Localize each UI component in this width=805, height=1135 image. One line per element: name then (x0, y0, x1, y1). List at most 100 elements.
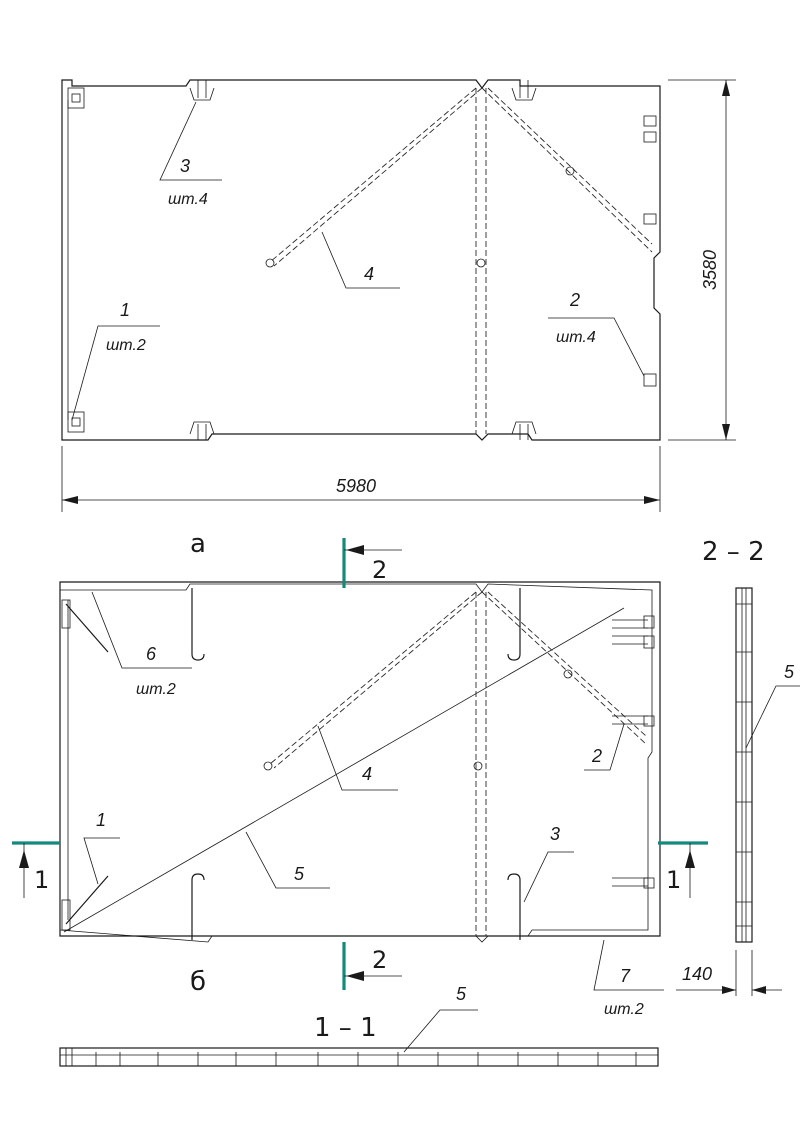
top-callout-1-qty: шт.2 (106, 337, 146, 354)
section-2-2-leader-5 (745, 685, 800, 749)
top-embed-2 (643, 131, 657, 143)
top-leader-2 (548, 317, 645, 377)
bottom-leader-6 (91, 591, 192, 669)
bottom-leader-2 (584, 723, 625, 771)
section-2-2-callout-5: 5 (784, 662, 795, 682)
section-2-2-body (735, 587, 753, 943)
top-embed-1 (643, 115, 657, 127)
bottom-callout-6-num: 6 (146, 644, 157, 664)
top-loop-4 (511, 421, 537, 440)
top-corner-detail-ul (67, 87, 85, 109)
bottom-callout-7-num: 7 (620, 966, 631, 986)
bottom-view: а б 2 (12, 529, 708, 1018)
dim-height-text: 3580 (700, 250, 720, 290)
cut-2-bottom-arrowhead (346, 971, 364, 981)
section-1-1-body (59, 1047, 659, 1067)
top-panel-outline (61, 79, 661, 441)
top-corner-inner-ll (71, 417, 81, 427)
dim-height-line (668, 79, 736, 441)
cut-1-left-arrowhead (19, 850, 29, 868)
bottom-callout-1-num: 1 (96, 810, 106, 830)
top-rebar-right (481, 87, 653, 253)
dim-width-text: 5980 (336, 476, 376, 496)
top-leader-4 (321, 231, 400, 289)
top-hole-1 (265, 258, 275, 268)
top-corner-detail-ll (67, 411, 85, 433)
top-loop-3 (189, 421, 215, 440)
bracket-6 (65, 603, 109, 653)
top-callout-2-num: 2 (569, 290, 580, 310)
bottom-leader-4 (317, 725, 398, 791)
cut-1-right-arrowhead (685, 850, 695, 868)
bottom-hole-1 (263, 761, 273, 771)
section-2-2: 2 – 2 5 140 (676, 537, 800, 996)
top-view: 3 шт.4 1 шт.2 4 2 шт.4 5980 3580 (61, 79, 736, 512)
section-2-2-ribs (736, 603, 752, 927)
plate-1-end-a (643, 615, 655, 629)
plate-1 (612, 619, 648, 645)
bottom-panel-outline (59, 581, 661, 937)
top-embed-3 (643, 213, 657, 225)
top-rebar-center (475, 88, 487, 434)
top-callout-3-num: 3 (180, 156, 190, 176)
hook-top-1 (191, 588, 205, 661)
section-1-1-leader-5 (403, 1009, 478, 1053)
bottom-rebar-center (475, 592, 487, 936)
dim-thickness-line (676, 950, 782, 996)
section-1-1-ribs (65, 1048, 637, 1066)
section-2-2-title: 2 – 2 (702, 537, 765, 567)
cut-2-top-label: 2 (372, 556, 387, 584)
bottom-inner-outline (59, 583, 653, 943)
bottom-callout-6-qty: шт.2 (136, 681, 176, 698)
label-a: а (190, 529, 206, 559)
label-b: б (190, 967, 206, 997)
dim-thickness-text: 140 (682, 964, 712, 984)
top-callout-3-qty: шт.4 (168, 191, 208, 208)
cut-2-top-arrowhead (346, 545, 364, 555)
top-callout-2-qty: шт.4 (556, 329, 596, 346)
bottom-leader-5 (245, 831, 330, 889)
bottom-hole-2 (473, 761, 483, 771)
cut-1-right-label: 1 (666, 866, 681, 894)
top-hole-2 (476, 258, 486, 268)
section-1-1-callout-5: 5 (456, 984, 467, 1004)
top-loop-1 (189, 80, 215, 101)
plate-2-end (643, 715, 655, 727)
cut-2-bottom-label: 2 (372, 946, 387, 974)
bottom-callout-3-num: 3 (550, 824, 560, 844)
dim-thickness-arrows (722, 986, 766, 994)
bracket-1 (65, 875, 109, 925)
top-rebar-left (269, 87, 483, 267)
top-corner-inner-ul (71, 93, 81, 103)
section-1-1-title: 1 – 1 (314, 1013, 377, 1043)
diagonal-rebar-5 (63, 607, 625, 933)
top-leader-1 (71, 325, 160, 421)
bottom-callout-7-qty: шт.2 (604, 1001, 644, 1018)
top-hole-3 (565, 166, 575, 176)
bottom-rebar-left (269, 591, 483, 769)
section-1-1: 1 – 1 5 (59, 984, 659, 1067)
top-callout-1-num: 1 (120, 300, 130, 320)
plate-3-end (643, 877, 655, 889)
bottom-leader-3 (523, 851, 574, 903)
bottom-hole-3 (563, 669, 573, 679)
bottom-callout-2-num: 2 (591, 746, 602, 766)
dim-width-line (61, 446, 661, 512)
hook-bottom-1 (191, 873, 205, 940)
top-loop-2 (511, 80, 537, 101)
bottom-leader-1 (83, 837, 120, 885)
bottom-rebar-right (481, 591, 647, 745)
bottom-corner-detail-ll (61, 899, 71, 931)
top-callout-4-num: 4 (364, 264, 374, 284)
hook-top-2 (507, 588, 521, 661)
bottom-callout-5-num: 5 (294, 864, 305, 884)
plate-2 (612, 715, 648, 725)
plate-3 (612, 877, 648, 887)
bottom-corner-detail-ul (61, 599, 71, 629)
bottom-leader-7 (593, 939, 664, 991)
bottom-callout-4-num: 4 (362, 764, 372, 784)
top-embed-4 (643, 373, 657, 387)
hook-bottom-2 (507, 873, 521, 940)
plate-1-end-b (643, 635, 655, 649)
